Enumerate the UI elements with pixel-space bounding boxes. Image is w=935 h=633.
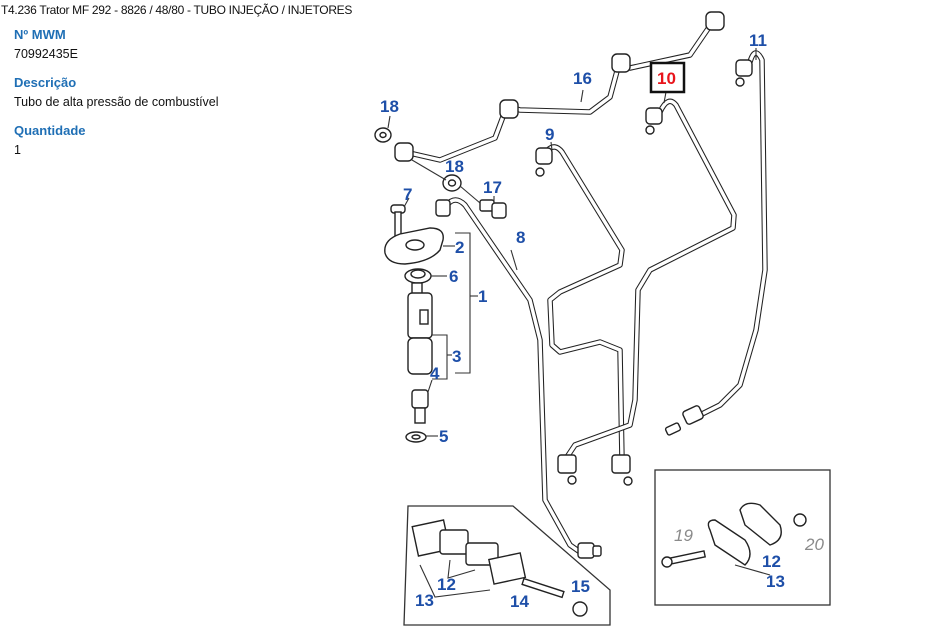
- injection-pipe-8[interactable]: [435, 197, 602, 559]
- description-value: Tubo de alta pressão de combustível: [14, 95, 219, 109]
- part-info-panel: Nº MWM 70992435E Descrição Tubo de alta …: [14, 27, 334, 171]
- callout-2[interactable]: 2: [455, 238, 464, 257]
- selected-callout-frame: [649, 61, 686, 94]
- callout-1[interactable]: 1: [478, 287, 487, 306]
- washer-18-lower[interactable]: [442, 174, 462, 192]
- callout-4[interactable]: 4: [430, 364, 440, 383]
- seal-washer-6[interactable]: [404, 268, 432, 284]
- callout-18-top[interactable]: 18: [380, 97, 399, 116]
- part-number-label: Nº MWM: [14, 27, 66, 42]
- injection-pipe-11[interactable]: [664, 50, 768, 436]
- callout-3[interactable]: 3: [452, 347, 461, 366]
- callout-13-left[interactable]: 13: [415, 591, 434, 610]
- exploded-parts-diagram: 18 18 16 9 10 11 7 17 8 2 6 1 3 4 5 12 1…: [374, 11, 831, 626]
- description-label: Descrição: [14, 75, 77, 90]
- quantity-label: Quantidade: [14, 123, 86, 138]
- callout-12-left[interactable]: 12: [437, 575, 456, 594]
- injector-body-3[interactable]: [407, 282, 433, 375]
- callout-17[interactable]: 17: [483, 178, 502, 197]
- callout-19[interactable]: 19: [674, 526, 693, 545]
- injection-pipe-10[interactable]: [557, 98, 737, 485]
- injection-pipe-9[interactable]: [535, 144, 633, 486]
- callout-16[interactable]: 16: [573, 69, 592, 88]
- bolt-7[interactable]: [390, 204, 406, 238]
- quantity-value: 1: [14, 143, 21, 157]
- washer-5[interactable]: [405, 431, 427, 443]
- washer-18-top[interactable]: [374, 127, 392, 143]
- callout-9[interactable]: 9: [545, 125, 554, 144]
- clamp-detail-inset-left: [403, 505, 611, 626]
- part-number-field: Nº MWM 70992435E: [14, 27, 334, 62]
- callout-6[interactable]: 6: [449, 267, 458, 286]
- callout-10-selected[interactable]: 10: [657, 69, 676, 88]
- part-number-value: 70992435E: [14, 47, 78, 61]
- description-field: Descrição Tubo de alta pressão de combus…: [14, 75, 334, 110]
- clamp-detail-inset-right: [654, 469, 831, 606]
- clamp-plate-2[interactable]: [384, 227, 444, 265]
- callout-7[interactable]: 7: [403, 185, 412, 204]
- callout-14[interactable]: 14: [510, 592, 529, 611]
- callout-20[interactable]: 20: [804, 535, 824, 554]
- callout-11[interactable]: 11: [749, 31, 767, 50]
- banjo-bolt-17[interactable]: [479, 199, 507, 219]
- nozzle-4[interactable]: [411, 389, 429, 424]
- quantity-field: Quantidade 1: [14, 123, 334, 158]
- callout-18-lower[interactable]: 18: [445, 157, 464, 176]
- callout-5[interactable]: 5: [439, 427, 448, 446]
- callout-12-right[interactable]: 12: [762, 552, 781, 571]
- page-title: T4.236 Trator MF 292 - 8826 / 48/80 - TU…: [1, 3, 353, 17]
- callout-13-right[interactable]: 13: [766, 572, 785, 591]
- callout-8[interactable]: 8: [516, 228, 525, 247]
- callout-15[interactable]: 15: [571, 577, 590, 596]
